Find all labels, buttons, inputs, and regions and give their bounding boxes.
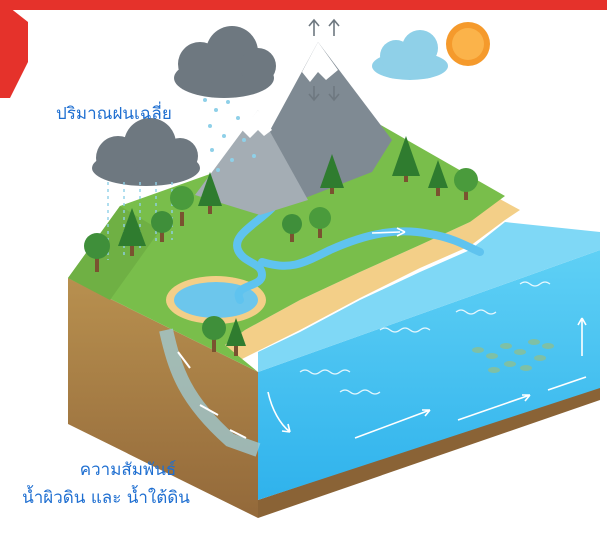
- soil-bottom-right: [258, 386, 600, 518]
- mountain-small-snow: [242, 110, 272, 138]
- relationship-label-line1: ความสัมพันธ์: [79, 460, 177, 480]
- ocean-waves: [299, 281, 551, 395]
- precipitation-label: ปริมาณฝนเฉลี่ย: [56, 104, 172, 124]
- rain-drops-top: [203, 98, 256, 172]
- mountain-large: [255, 42, 392, 200]
- groundwater-arrow-1: [177, 351, 191, 369]
- groundwater-arrow-2: [199, 404, 219, 416]
- corner-red-accent: [0, 0, 28, 98]
- evaporation-arrows: [308, 18, 340, 36]
- condensation-arrows: [308, 86, 340, 102]
- river[interactable]: [233, 204, 484, 304]
- sky-cloud: [372, 30, 448, 80]
- river-arrow: [371, 227, 406, 237]
- ocean-current-arrows: [267, 317, 587, 439]
- relationship-label-line2: น้ำผิวดิน และ น้ำใต้ดิน: [22, 488, 190, 508]
- trees: [84, 136, 478, 356]
- ocean-front[interactable]: [258, 250, 600, 500]
- groundwater-flow: [159, 328, 261, 457]
- fish-school: [472, 339, 554, 373]
- ocean-surface[interactable]: [258, 222, 600, 372]
- rain-cloud-left: [92, 118, 200, 186]
- soil-front-left: [68, 278, 258, 518]
- sun-icon: [446, 22, 490, 66]
- rain-cloud-top: [174, 26, 276, 98]
- mountain-large-snow: [302, 42, 338, 82]
- top-red-bar: [0, 0, 607, 10]
- groundwater-arrow-3: [229, 429, 247, 439]
- mountain-small: [195, 110, 308, 215]
